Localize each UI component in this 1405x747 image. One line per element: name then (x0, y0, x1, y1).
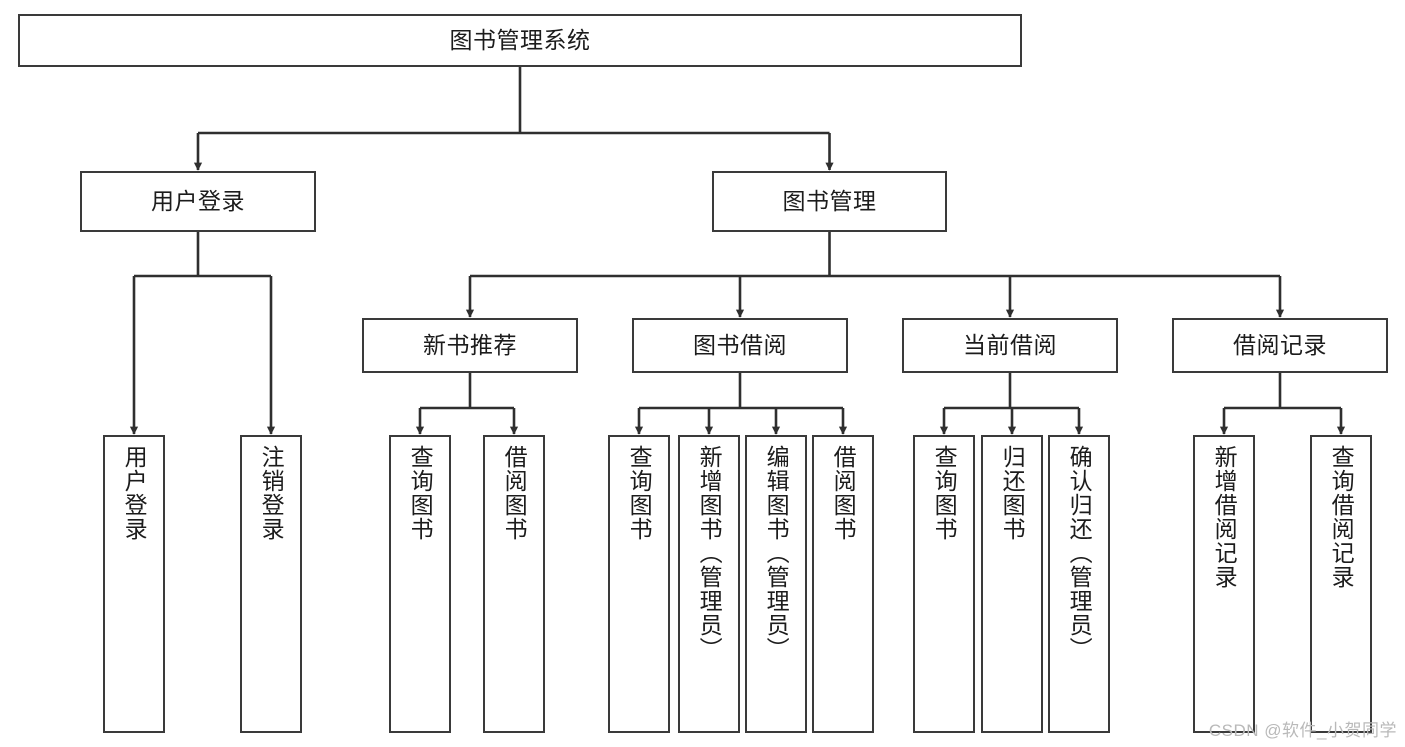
node-leaf-return-book[interactable]: 归还图书 (981, 435, 1043, 733)
node-root-label: 图书管理系统 (449, 26, 591, 53)
node-leaf-add-record-label: 新增借阅记录 (1211, 445, 1238, 589)
node-leaf-query-book-3-label: 查询图书 (931, 445, 958, 541)
node-leaf-borrow-book-2[interactable]: 借阅图书 (812, 435, 874, 733)
node-leaf-query-book-2-label: 查询图书 (626, 445, 653, 541)
node-leaf-query-book-1[interactable]: 查询图书 (389, 435, 451, 733)
node-leaf-add-book[interactable]: 新增图书（管理员） (678, 435, 740, 733)
node-leaf-user-login[interactable]: 用户登录 (103, 435, 165, 733)
node-leaf-confirm-return-label: 确认归还（管理员） (1066, 445, 1093, 661)
node-leaf-confirm-return[interactable]: 确认归还（管理员） (1048, 435, 1110, 733)
node-leaf-add-book-label: 新增图书（管理员） (696, 445, 723, 661)
node-leaf-borrow-book-2-label: 借阅图书 (830, 445, 857, 541)
csdn-watermark: CSDN @软件_小贺同学 (1208, 721, 1397, 740)
node-book-manage[interactable]: 图书管理 (712, 171, 947, 232)
node-book-manage-label: 图书管理 (782, 187, 877, 214)
node-borrow-record-label: 借阅记录 (1233, 331, 1327, 358)
node-leaf-edit-book[interactable]: 编辑图书（管理员） (745, 435, 807, 733)
node-leaf-query-record[interactable]: 查询借阅记录 (1310, 435, 1372, 733)
node-leaf-logout[interactable]: 注销登录 (240, 435, 302, 733)
node-leaf-query-book-3[interactable]: 查询图书 (913, 435, 975, 733)
node-leaf-edit-book-label: 编辑图书（管理员） (763, 445, 790, 661)
node-leaf-borrow-book-1[interactable]: 借阅图书 (483, 435, 545, 733)
node-user-login[interactable]: 用户登录 (80, 171, 316, 232)
node-current-borrow-label: 当前借阅 (963, 331, 1057, 358)
node-leaf-borrow-book-1-label: 借阅图书 (501, 445, 528, 541)
node-leaf-query-book-1-label: 查询图书 (407, 445, 434, 541)
node-leaf-add-record[interactable]: 新增借阅记录 (1193, 435, 1255, 733)
node-leaf-logout-label: 注销登录 (258, 445, 285, 541)
node-current-borrow[interactable]: 当前借阅 (902, 318, 1118, 373)
node-borrow-record[interactable]: 借阅记录 (1172, 318, 1388, 373)
node-leaf-query-book-2[interactable]: 查询图书 (608, 435, 670, 733)
node-new-book-recommend[interactable]: 新书推荐 (362, 318, 578, 373)
node-book-borrow[interactable]: 图书借阅 (632, 318, 848, 373)
node-new-book-recommend-label: 新书推荐 (423, 331, 517, 358)
node-leaf-query-record-label: 查询借阅记录 (1328, 445, 1355, 589)
node-root[interactable]: 图书管理系统 (18, 14, 1022, 67)
node-book-borrow-label: 图书借阅 (693, 331, 787, 358)
node-leaf-return-book-label: 归还图书 (999, 445, 1026, 541)
node-leaf-user-login-label: 用户登录 (121, 445, 148, 541)
node-user-login-label: 用户登录 (151, 187, 245, 214)
